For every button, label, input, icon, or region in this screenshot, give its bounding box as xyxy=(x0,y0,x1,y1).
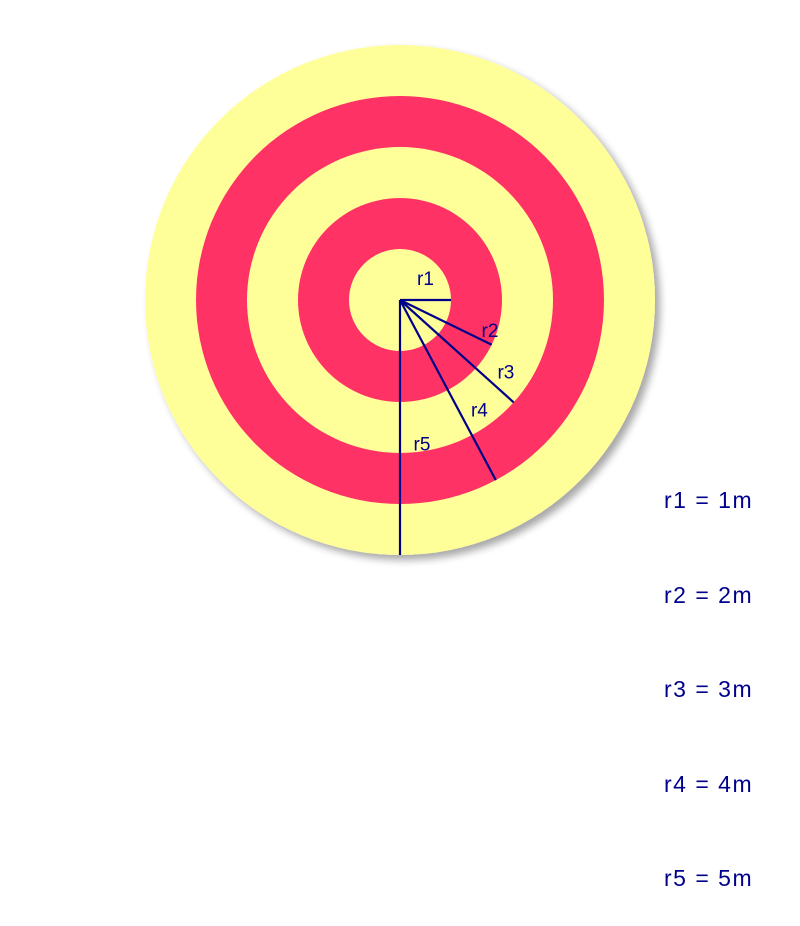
legend-item-r1: r1 = 1m xyxy=(664,487,754,513)
radius-line-r4 xyxy=(399,299,497,481)
legend-item-r3: r3 = 3m xyxy=(664,676,754,702)
legend-item-r5: r5 = 5m xyxy=(664,865,754,891)
radius-label-r2: r2 xyxy=(482,321,499,342)
legend-item-r4: r4 = 4m xyxy=(664,770,754,797)
radius-label-r3: r3 xyxy=(497,363,514,384)
radius-line-r2 xyxy=(399,299,493,346)
radius-lines xyxy=(398,298,515,555)
target-diagram: r1 r2 r3 r4 r5 xyxy=(145,45,655,555)
radius-labels: r1 r2 r3 r4 r5 xyxy=(414,269,515,455)
radius-label-r5: r5 xyxy=(414,434,431,455)
legend-item-r2: r2 = 2m xyxy=(664,581,754,608)
radius-label-r4: r4 xyxy=(471,401,488,422)
radius-legend: r1 = 1m r2 = 2m r3 = 3m r4 = 4m r5 = 5m xyxy=(664,422,753,926)
radius-line-r3 xyxy=(399,299,515,404)
radius-label-r1: r1 xyxy=(417,269,434,290)
